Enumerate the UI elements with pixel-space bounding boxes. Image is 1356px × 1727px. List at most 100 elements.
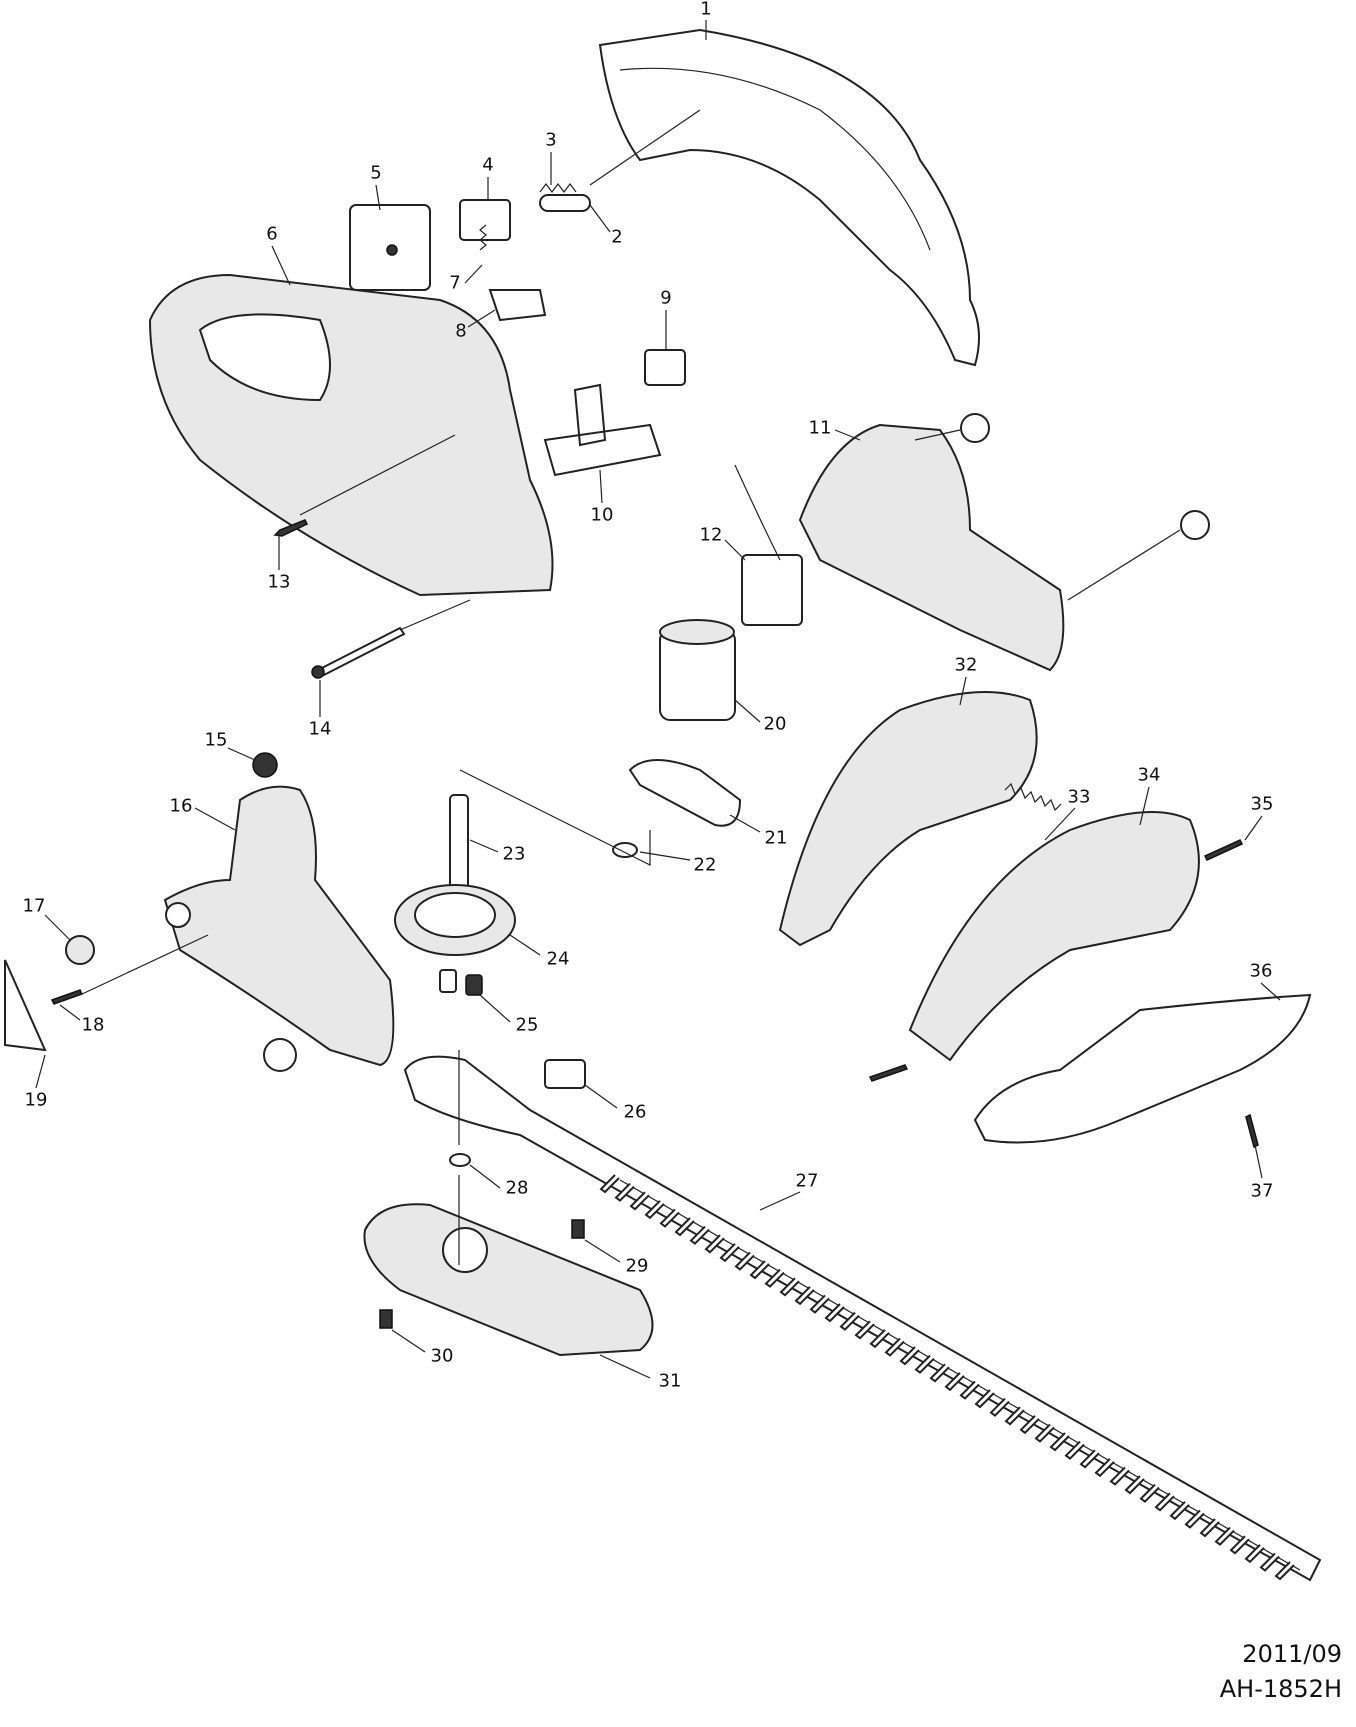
part-label-3: 3: [545, 129, 557, 151]
blade-tooth: [854, 1320, 875, 1340]
part-34-handle-cover: [908, 811, 1200, 1062]
blade-tooth: [1079, 1449, 1100, 1469]
blade-tooth: [659, 1208, 680, 1228]
part-label-30: 30: [430, 1345, 454, 1367]
blade-tooth: [689, 1225, 710, 1245]
part-8-lever: [488, 289, 547, 322]
part-label-35: 35: [1250, 793, 1274, 815]
leader-lines: [35, 20, 1281, 1379]
part-17-grommet: [65, 935, 95, 965]
part-label-20: 20: [763, 713, 787, 735]
blade-tooth: [1124, 1475, 1145, 1495]
blade-tooth: [1169, 1501, 1190, 1521]
blade-tooth: [914, 1354, 935, 1374]
part-10-lever: [543, 383, 662, 477]
part-label-5: 5: [370, 162, 382, 184]
blade-tooth: [989, 1397, 1010, 1417]
part-label-34: 34: [1137, 764, 1161, 786]
part-label-18: 18: [81, 1014, 105, 1036]
part-9-switch: [644, 349, 686, 386]
part-label-31: 31: [658, 1370, 682, 1392]
part-label-36: 36: [1249, 960, 1273, 982]
part-label-4: 4: [482, 154, 494, 176]
blade-tooth: [1259, 1552, 1280, 1572]
part-label-21: 21: [764, 827, 788, 849]
blade-tooth: [599, 1174, 620, 1194]
part-label-26: 26: [623, 1101, 647, 1123]
part-21-plate: [628, 759, 742, 827]
part-28-washer: [449, 1153, 471, 1167]
blade-tooth: [944, 1372, 965, 1392]
blade-tooth: [1004, 1406, 1025, 1426]
part-label-23: 23: [502, 843, 526, 865]
part-14-screw: [316, 626, 406, 678]
blade-tooth: [824, 1303, 845, 1323]
part-2-pin: [539, 194, 591, 212]
blade-tooth: [749, 1260, 770, 1280]
part-32-front-handle: [778, 691, 1038, 947]
blade-tooth: [974, 1389, 995, 1409]
part-label-25: 25: [515, 1014, 539, 1036]
blade-tooth: [1214, 1526, 1235, 1546]
part-16-gear-housing: [163, 785, 395, 1067]
blade-tooth: [644, 1200, 665, 1220]
part-31-gear-cover: [363, 1203, 654, 1357]
blade-tooth: [794, 1286, 815, 1306]
part-label-28: 28: [505, 1177, 529, 1199]
part-12-capacitor: [741, 554, 803, 626]
part-label-8: 8: [455, 320, 467, 342]
part-36-guard: [973, 993, 1312, 1144]
blade-tooth: [1094, 1458, 1115, 1478]
part-label-2: 2: [611, 226, 623, 248]
blade-tooth: [719, 1243, 740, 1263]
blade-tooth: [779, 1277, 800, 1297]
part-label-15: 15: [204, 729, 228, 751]
blade-tooth: [884, 1337, 905, 1357]
part-label-13: 13: [267, 571, 291, 593]
blade-tooth: [1049, 1432, 1070, 1452]
blade-tooth: [869, 1329, 890, 1349]
part-label-6: 6: [266, 223, 278, 245]
blade-tooth: [629, 1191, 650, 1211]
part-13-screw: [273, 519, 309, 537]
blade-tooth: [1019, 1415, 1040, 1435]
blade-tooth: [959, 1380, 980, 1400]
part-29-screw: [571, 1219, 585, 1239]
part-label-37: 37: [1250, 1180, 1274, 1202]
part-label-11: 11: [808, 417, 832, 439]
part-7-spring: [479, 224, 487, 251]
blade-tooth: [809, 1294, 830, 1314]
part-label-19: 19: [24, 1089, 48, 1111]
blade-tooth: [1184, 1509, 1205, 1529]
blade-tooth: [1154, 1492, 1175, 1512]
blade-tooth: [1139, 1483, 1160, 1503]
blade-tooth: [704, 1234, 725, 1254]
blade-tooth: [674, 1217, 695, 1237]
blade-tooth: [1274, 1561, 1295, 1581]
blade-tooth: [1109, 1466, 1130, 1486]
part-15-grommet: [252, 752, 278, 778]
part-1-housing: [598, 28, 980, 367]
part-11-housing: [798, 423, 1065, 672]
part-label-29: 29: [625, 1255, 649, 1277]
blade-tooth: [764, 1268, 785, 1288]
blade-tooth: [899, 1346, 920, 1366]
part-label-16: 16: [169, 795, 193, 817]
part-label-7: 7: [449, 272, 461, 294]
blade-tooth: [1199, 1518, 1220, 1538]
blade-tooth: [929, 1363, 950, 1383]
part-label-33: 33: [1067, 786, 1091, 808]
part-label-10: 10: [590, 504, 614, 526]
blade-tooth: [1034, 1423, 1055, 1443]
blade-tooth: [1229, 1535, 1250, 1555]
part-label-27: 27: [795, 1170, 819, 1192]
part-3-spring: [539, 183, 577, 193]
part-label-9: 9: [660, 287, 672, 309]
part-label-1: 1: [700, 0, 712, 20]
part-30-screw: [379, 1309, 393, 1329]
part-26-block: [544, 1059, 586, 1089]
blade-tooth: [614, 1182, 635, 1202]
blade-tooth: [1064, 1440, 1085, 1460]
